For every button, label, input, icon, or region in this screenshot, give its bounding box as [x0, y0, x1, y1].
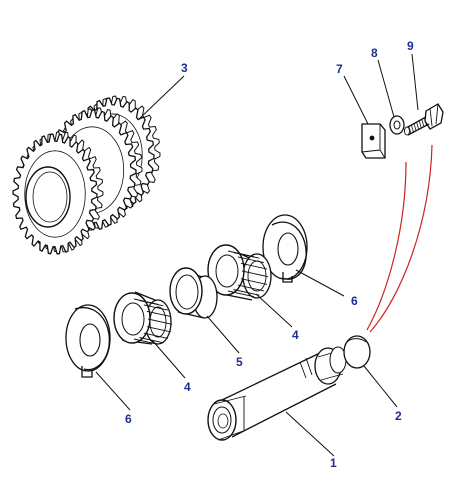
- callout-4-lower: 4: [184, 380, 191, 394]
- callout-4-upper: 4: [292, 328, 299, 342]
- needles-lower-needle: [143, 304, 168, 311]
- needles-lower-needle: [147, 318, 173, 325]
- callout-labels: 3 7 8 9 6 4 5 4 6 2 1: [125, 39, 414, 470]
- gear-front-hub: [24, 150, 86, 238]
- needles-lower-needle: [146, 310, 171, 318]
- callout-5: 5: [236, 355, 243, 369]
- bolt-thread-line: [413, 124, 417, 132]
- callout-7: 7: [336, 62, 343, 76]
- needle-bearing-lower-part-4: [113, 291, 173, 345]
- leader-7: [343, 75, 369, 125]
- needles-lower-needle: [133, 338, 159, 345]
- bolt-thread-line: [416, 122, 420, 130]
- needles-lower-needle: [139, 300, 164, 307]
- needle-bearing-upper-part-4: [207, 244, 272, 301]
- thrust-washer-lower-part-6: [65, 304, 111, 378]
- callout-8: 8: [371, 46, 378, 60]
- spacer-ring-part-5: [169, 267, 218, 319]
- callout-2: 2: [395, 409, 402, 423]
- leader-6-lower: [95, 371, 131, 411]
- washer-part-8: [389, 115, 405, 135]
- needles-upper-needle: [237, 284, 264, 292]
- needles-upper-needle: [241, 270, 269, 278]
- needles-lower-needle: [143, 332, 168, 339]
- callout-6-lower: 6: [125, 412, 132, 426]
- thrust-washer-upper-part-6: [262, 214, 308, 283]
- needles-upper-needle: [227, 290, 255, 298]
- lock-plate-part-7: [361, 123, 386, 159]
- leader-8: [377, 59, 395, 118]
- bolt-thread-line: [421, 119, 425, 128]
- bolt-part-9: [404, 103, 444, 136]
- leader-9: [411, 53, 419, 111]
- needles-lower-needle: [139, 337, 164, 344]
- leader-6-upper: [295, 269, 345, 297]
- callout-9: 9: [407, 39, 414, 53]
- gear-bore: [25, 166, 71, 228]
- needles-upper-needle: [237, 256, 264, 264]
- needle-rollers-lower: [133, 298, 173, 345]
- leader-3: [137, 75, 185, 121]
- gear-bore-inner: [32, 171, 68, 223]
- bolt-thread-line: [419, 121, 422, 129]
- assembly-guide-lines: [366, 144, 433, 333]
- needles-upper-needle: [233, 289, 260, 296]
- leader-4-lower: [151, 339, 186, 379]
- needles-lower-needle: [146, 326, 171, 333]
- shaft-part-1: [207, 346, 347, 441]
- callout-6-upper: 6: [351, 294, 358, 308]
- gear-cluster-part-3: [12, 95, 161, 255]
- bolt-thread-line: [411, 125, 414, 133]
- callout-3: 3: [181, 61, 188, 75]
- callout-1: 1: [330, 456, 337, 470]
- needles-upper-needle: [233, 252, 260, 259]
- leader-lines: [95, 53, 419, 457]
- leader-4-upper: [255, 293, 293, 328]
- needles-upper-needle: [240, 262, 267, 270]
- leader-5: [206, 315, 240, 354]
- cap-part-2: [343, 335, 371, 369]
- needle-rollers-upper: [227, 250, 269, 298]
- needles-upper-needle: [240, 278, 267, 285]
- leader-2: [363, 365, 398, 408]
- leader-1: [285, 411, 335, 457]
